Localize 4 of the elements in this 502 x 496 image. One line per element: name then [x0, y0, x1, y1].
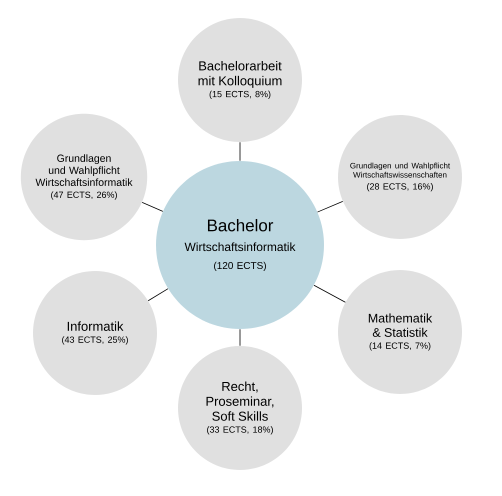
- connector-line: [317, 200, 344, 212]
- connector-line: [148, 288, 168, 302]
- connector-line: [314, 284, 346, 303]
- connector-line: [142, 202, 164, 212]
